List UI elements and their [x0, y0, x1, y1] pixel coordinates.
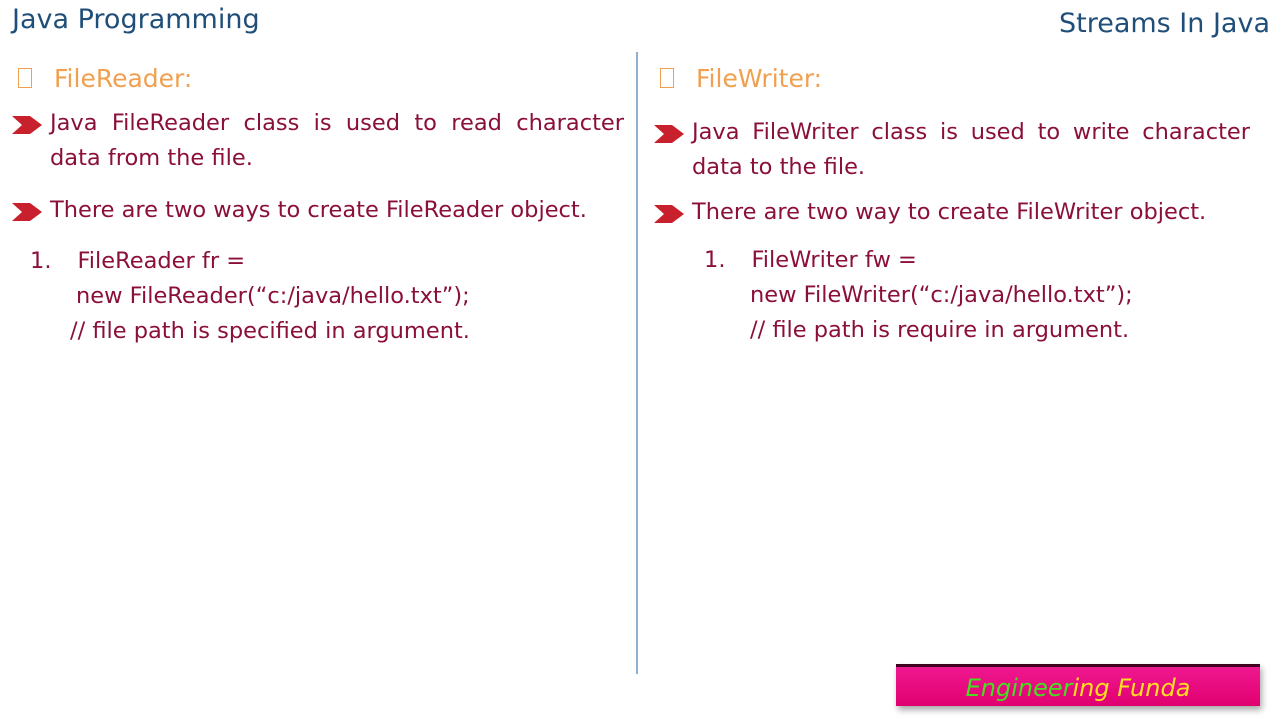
arrow-bullet-icon — [654, 205, 684, 223]
filereader-column: FileReader: Java FileReader class is use… — [12, 60, 624, 349]
heading-text: FileReader: — [54, 63, 193, 93]
logo-text-green: Engineer — [965, 674, 1073, 702]
code-item: 1. FileWriter fw = — [654, 243, 1266, 278]
bullet-text: Java FileReader class is used to read ch… — [50, 110, 624, 171]
arrow-bullet-icon — [12, 116, 42, 134]
bullet-item: There are two ways to create FileReader … — [12, 193, 624, 228]
bullet-text: There are two ways to create FileReader … — [50, 197, 587, 223]
code-comment: // file path is specified in argument. — [70, 318, 470, 344]
square-bullet-icon — [660, 68, 674, 88]
code-line: FileWriter fw = — [751, 247, 917, 273]
square-bullet-icon — [18, 68, 32, 88]
topic-title: Streams In Java — [1058, 8, 1270, 39]
slide-title: Java Programming — [12, 4, 260, 35]
item-number: 1. — [704, 247, 726, 273]
arrow-bullet-icon — [654, 125, 684, 143]
bullet-text: There are two way to create FileWriter o… — [692, 199, 1207, 225]
code-line: new FileWriter(“c:/java/hello.txt”); — [750, 282, 1133, 308]
bullet-item: Java FileWriter class is used to write c… — [654, 115, 1250, 185]
engineering-funda-logo: Engineering Funda — [896, 664, 1260, 706]
item-number: 1. — [30, 248, 52, 274]
logo-text-yellow: ing Funda — [1072, 674, 1191, 702]
code-line: FileReader fr = — [77, 248, 246, 274]
column-divider — [636, 52, 638, 674]
code-comment: // file path is require in argument. — [750, 317, 1130, 343]
filewriter-column: FileWriter: Java FileWriter class is use… — [654, 60, 1266, 348]
code-line: new FileReader(“c:/java/hello.txt”); — [76, 283, 470, 309]
bullet-item: Java FileReader class is used to read ch… — [12, 106, 624, 176]
filewriter-heading: FileWriter: — [654, 60, 1266, 96]
bullet-text: Java FileWriter class is used to write c… — [692, 119, 1250, 180]
heading-text: FileWriter: — [696, 63, 823, 93]
code-item: 1. FileReader fr = — [12, 244, 624, 279]
arrow-bullet-icon — [12, 203, 42, 221]
filereader-heading: FileReader: — [12, 60, 624, 96]
bullet-item: There are two way to create FileWriter o… — [654, 195, 1252, 230]
